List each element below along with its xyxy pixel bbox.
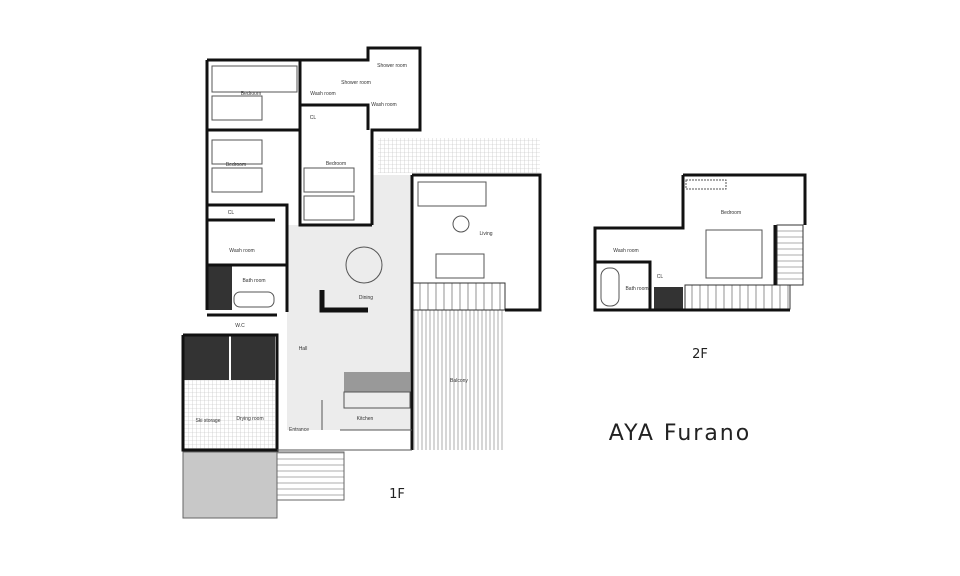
ski-storage-floor [183,380,275,450]
floor-2-plan [593,173,807,312]
room-label: Wash room [229,248,254,254]
room-label: Wash room [310,91,335,97]
storage-dark [183,335,229,380]
storage-dark-2 [231,335,275,380]
stairs-2f-b [776,224,804,286]
room-label: Hall [299,346,308,352]
room-label: Kitchen [357,416,374,422]
room-label: Living [479,231,492,237]
room-label: Bedroom [241,91,261,97]
room-label: CL [228,210,235,216]
property-title: AYA Furano [609,421,751,446]
room-label: Wash room [613,248,638,254]
corridor-floor [372,175,412,230]
porch [182,451,278,519]
room-label: Drying room [236,416,263,422]
room-label: CL [657,274,664,280]
room-label: Bedroom [226,162,246,168]
floor-2-label: 2F [692,347,708,362]
closet-dark-2f [654,287,683,309]
room-label: W.C [235,323,245,329]
room-label: Entrance [289,427,309,433]
room-label: Balcony [450,378,468,384]
room-label: CL [310,115,317,121]
floor-1-label: 1F [389,487,405,502]
room-label: Shower room [341,80,371,86]
room-label: Bath room [242,278,265,284]
room-label: Wash room [371,102,396,108]
room-label: Bath room [625,286,648,292]
terrace [378,138,540,173]
room-label: Dining [359,295,373,301]
closet-dark [207,265,232,310]
room-label: Bedroom [721,210,741,216]
room-label: Ski storage [195,418,220,424]
hall-floor [287,225,412,430]
entrance-steps [276,451,345,501]
stairs-2f [684,284,791,310]
stairs-1f [411,282,506,311]
room-label: Shower room [377,63,407,69]
floor-1-plan [181,46,542,519]
room-label: Bedroom [326,161,346,167]
wall-counter [319,290,368,313]
balcony-deck [414,310,504,450]
